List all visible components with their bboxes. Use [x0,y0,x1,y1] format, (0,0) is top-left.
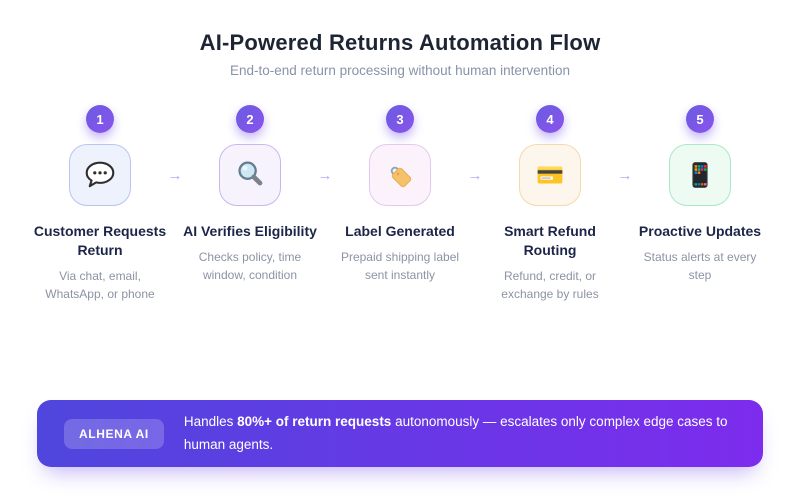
banner-text-prefix: Handles [183,413,238,429]
page-title: AI-Powered Returns Automation Flow [199,30,601,55]
step-number-badge: 4 [536,105,564,133]
step-number-badge: 2 [236,105,264,133]
step-description: Checks policy, time window, condition [198,249,302,282]
credit-card-icon [531,156,569,194]
flow-steps: 1 Customer Requests Return Via chat, ema… [0,105,800,303]
arrow-right-icon: → [467,167,483,184]
step-description: Prepaid shipping label sent instantly [340,249,460,282]
step-icon-box [219,144,281,206]
step-description: Via chat, email, WhatsApp, or phone [45,268,155,301]
banner-text-bold: 80%+ of return requests [237,413,392,429]
step-icon-box [369,144,431,206]
step-number-badge: 1 [86,105,114,133]
step-description: Refund, credit, or exchange by rules [501,268,599,301]
banner-text: Handles 80%+ of return requests autonomo… [184,411,736,457]
step-icon-box [519,144,581,206]
page-subtitle: End-to-end return processing without hum… [230,63,570,78]
banner: ALHENA AI Handles 80%+ of return request… [37,400,763,467]
step-label-generated: 3 Label Generated Prepaid shipping label… [325,105,475,303]
step-customer-requests-return: 1 Customer Requests Return Via chat, ema… [25,105,175,303]
step-number-badge: 3 [386,105,414,133]
magnifier-icon [231,156,269,194]
step-ai-verifies-eligibility: 2 AI Verifies Eligibility Checks policy,… [175,105,325,303]
mobile-phone-icon [681,156,719,194]
brand-badge: ALHENA AI [64,418,164,449]
speech-bubble-icon [81,156,119,194]
arrow-right-icon: → [317,167,333,184]
step-icon-box [69,144,131,206]
step-title: Smart Refund Routing [504,223,596,258]
step-number-badge: 5 [686,105,714,133]
step-description: Status alerts at every step [643,249,757,282]
step-smart-refund-routing: 4 Smart Refund Routing Refund, credit, o… [475,105,625,303]
step-title: Proactive Updates [638,223,762,239]
header: AI-Powered Returns Automation Flow End-t… [0,0,800,78]
arrow-right-icon: → [617,167,633,184]
step-title: Label Generated [345,223,455,239]
banner-text-suffix: autonomously — escalates only complex ed… [183,413,728,452]
step-icon-box [669,144,731,206]
step-title: AI Verifies Eligibility [183,223,317,239]
arrow-right-icon: → [167,167,183,184]
step-title: Customer Requests Return [33,223,167,258]
step-proactive-updates: 5 [625,105,775,303]
tag-icon [381,156,419,194]
